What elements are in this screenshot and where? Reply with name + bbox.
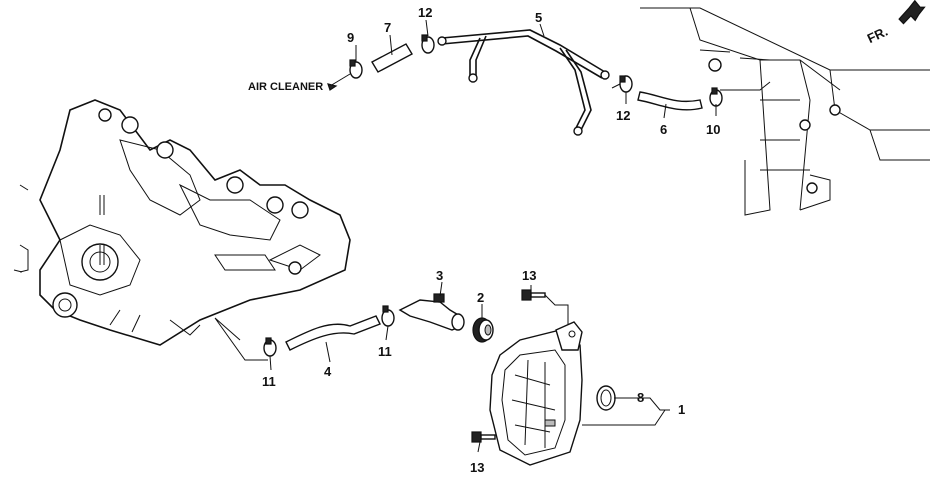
callout-11-left: 11 bbox=[262, 374, 276, 389]
o-ring-8 bbox=[596, 385, 616, 411]
callout-12-right: 12 bbox=[616, 108, 630, 123]
callout-6: 6 bbox=[660, 122, 667, 137]
callout-2: 2 bbox=[477, 290, 484, 305]
breather-pipe-5 bbox=[437, 29, 610, 136]
callout-8: 8 bbox=[637, 390, 644, 405]
callout-13-top: 13 bbox=[522, 268, 536, 283]
callout-1: 1 bbox=[678, 402, 685, 417]
intake-manifold bbox=[13, 99, 351, 346]
pcv-valve-3 bbox=[398, 293, 465, 331]
breather-chamber-1 bbox=[489, 321, 583, 466]
air-cleaner-label: AIR CLEANER bbox=[248, 81, 323, 93]
hose-4 bbox=[285, 315, 381, 351]
front-direction-label: FR. bbox=[865, 24, 890, 46]
hose-clamp-10 bbox=[709, 87, 723, 107]
engine-block bbox=[640, 7, 930, 216]
hose-6 bbox=[637, 91, 703, 111]
callout-13-bottom: 13 bbox=[470, 460, 484, 475]
hose-clamp-9 bbox=[349, 59, 363, 79]
grommet-2 bbox=[472, 317, 494, 343]
callout-7: 7 bbox=[384, 20, 391, 35]
air-cleaner-arrow-icon bbox=[327, 83, 338, 91]
callout-10: 10 bbox=[706, 122, 720, 137]
callout-5: 5 bbox=[535, 10, 542, 25]
leader-lines bbox=[214, 19, 771, 453]
hose-7 bbox=[371, 43, 413, 73]
hose-clamp-11-left bbox=[263, 337, 277, 357]
callout-12-top: 12 bbox=[418, 5, 432, 20]
bolt-13-top bbox=[521, 289, 546, 301]
callout-4: 4 bbox=[324, 364, 332, 379]
bolt-13-bottom bbox=[471, 431, 496, 443]
callout-3: 3 bbox=[436, 268, 443, 283]
hose-clamp-11-right bbox=[381, 305, 395, 327]
callout-11-right: 11 bbox=[378, 344, 392, 359]
callout-9: 9 bbox=[347, 30, 354, 45]
hose-clamp-12-right bbox=[619, 75, 633, 93]
hose-clamp-12-top bbox=[421, 34, 435, 54]
front-direction-arrow bbox=[898, 0, 926, 25]
